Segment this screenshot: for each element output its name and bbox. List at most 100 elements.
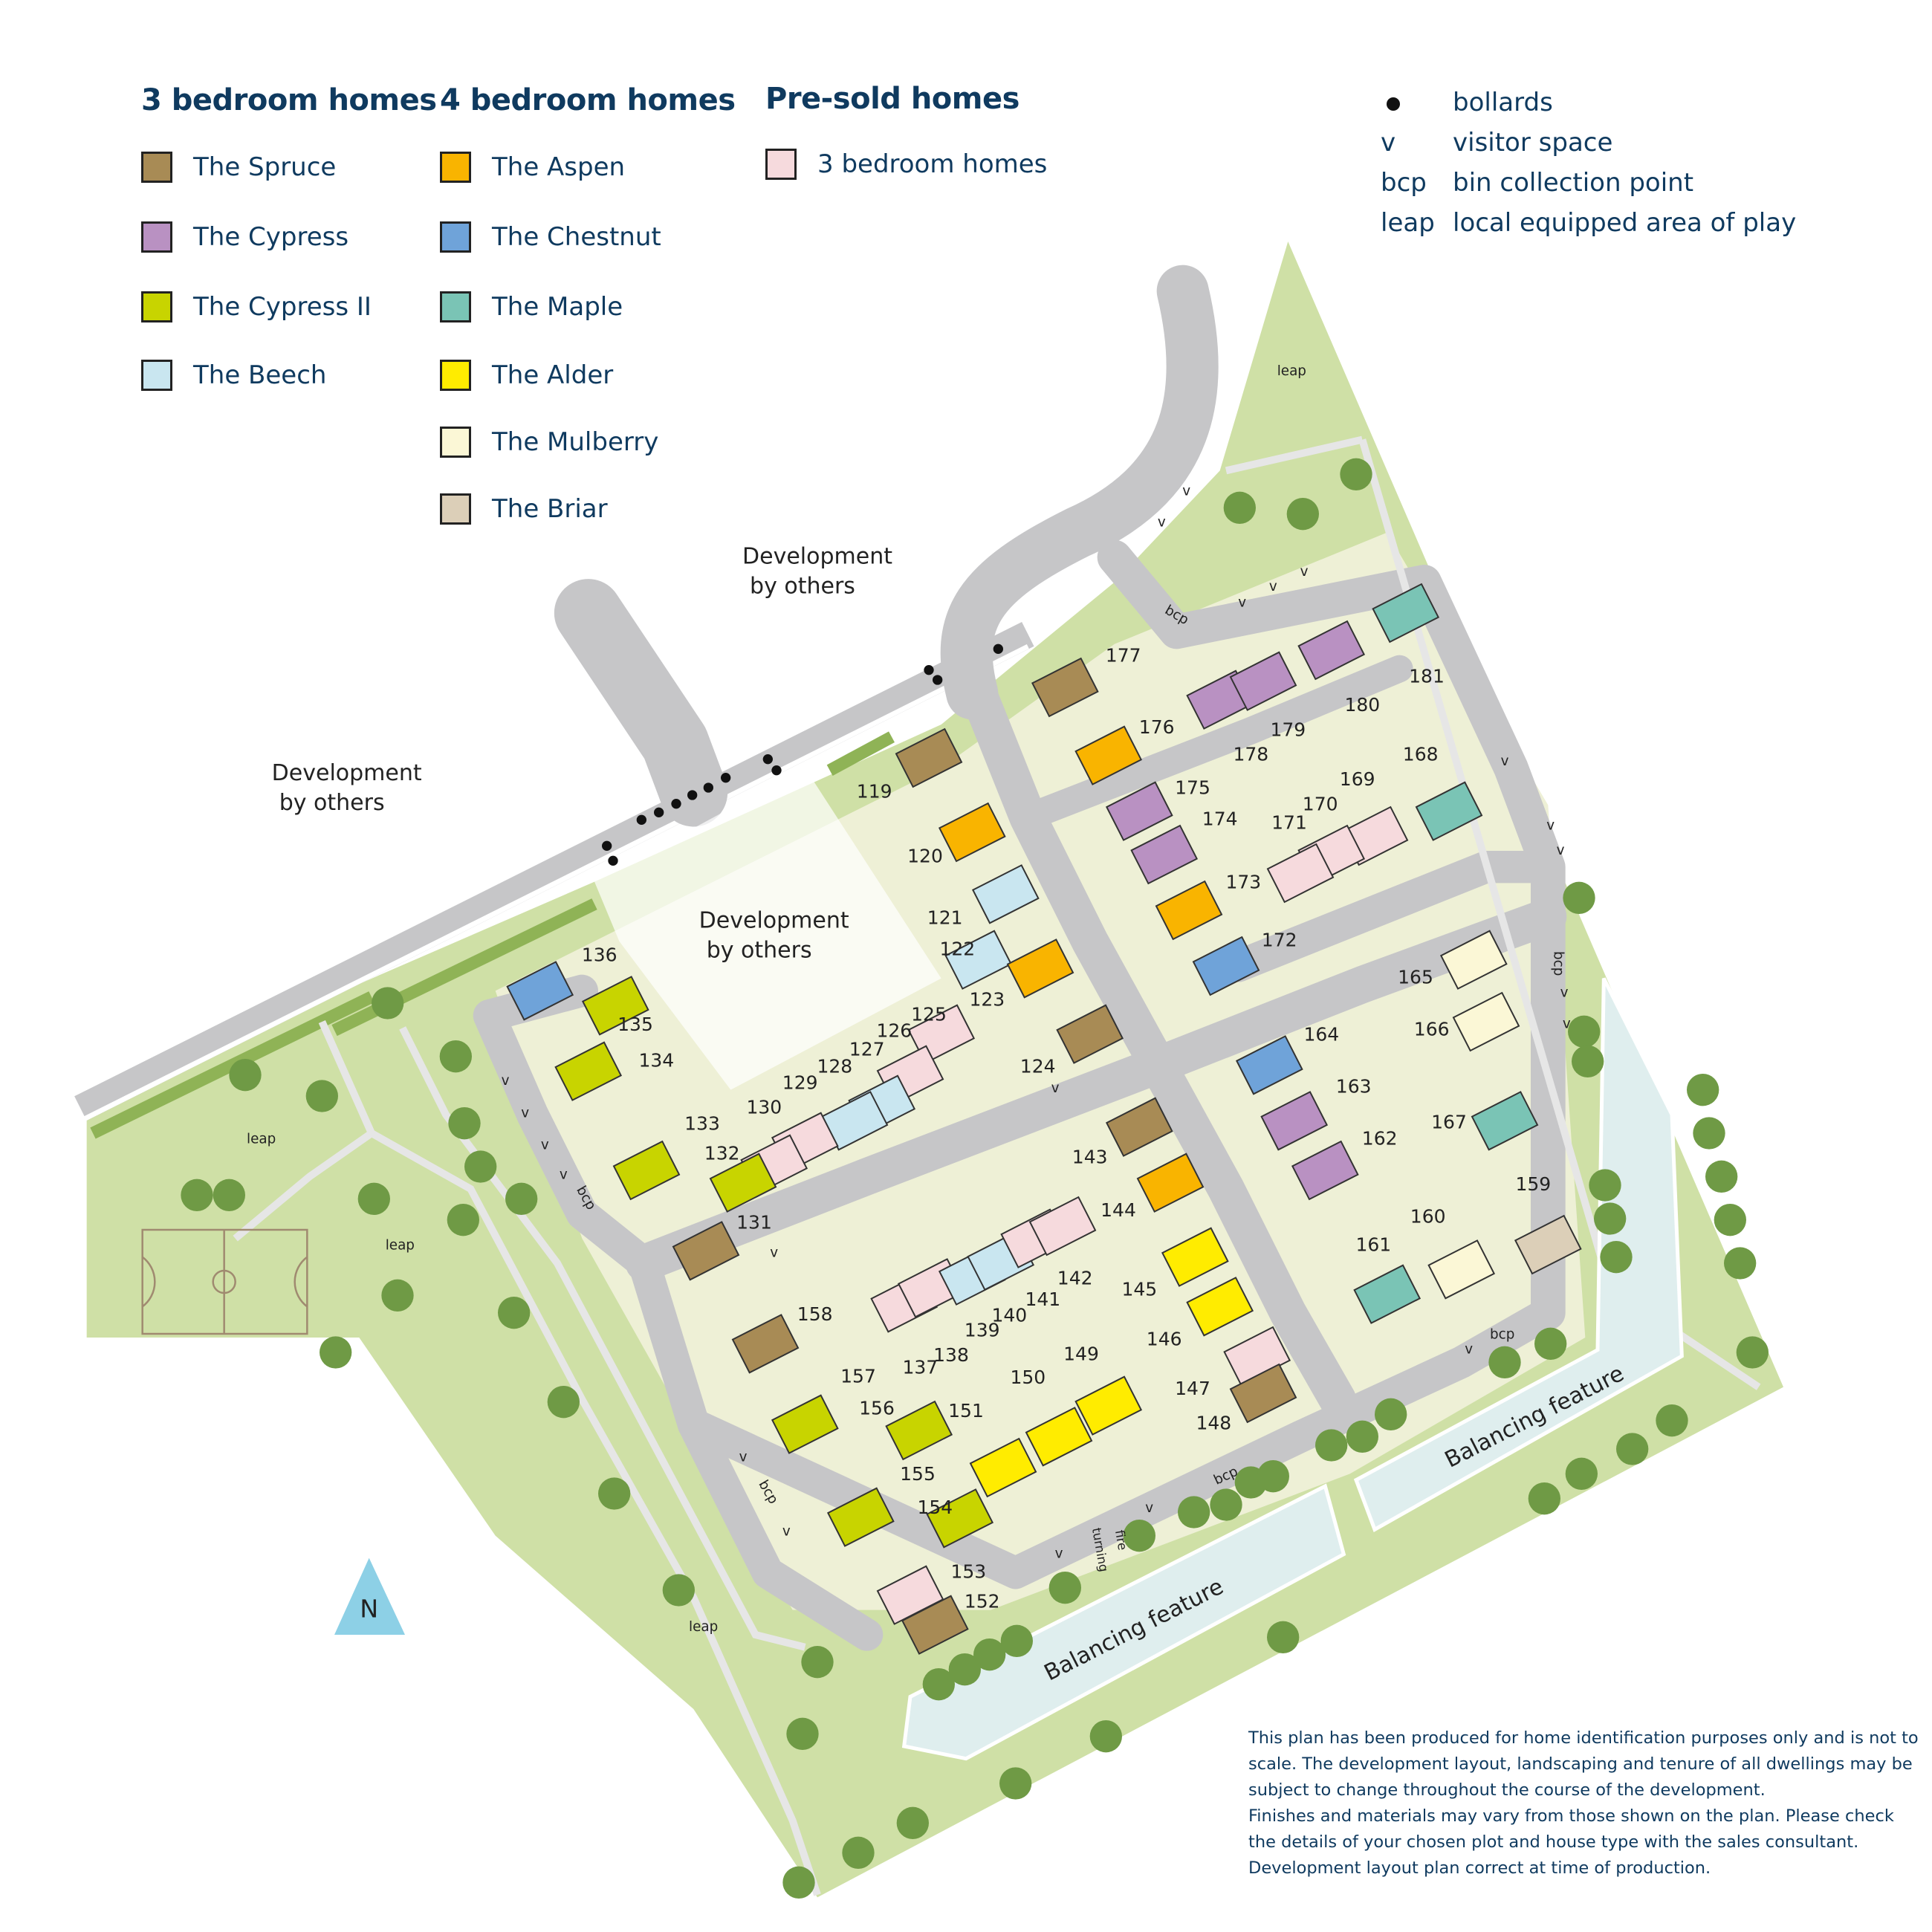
plot-179[interactable]: 179 <box>1229 651 1306 741</box>
house-alder[interactable] <box>1186 1277 1254 1337</box>
house-cypress[interactable] <box>1291 1140 1359 1201</box>
plot-123[interactable]: 123 <box>969 939 1074 1011</box>
plot-164[interactable]: 164 <box>1235 1023 1339 1095</box>
house-maple[interactable] <box>1415 781 1483 841</box>
house-presold[interactable] <box>1028 1196 1097 1257</box>
house-cypress[interactable] <box>1260 1091 1329 1151</box>
plot-159[interactable]: 159 <box>1514 1173 1582 1275</box>
plot-155[interactable]: 155 <box>826 1463 936 1547</box>
house-mulberry[interactable] <box>1452 991 1520 1052</box>
house-aspen[interactable] <box>1006 939 1074 999</box>
house-chestnut[interactable] <box>1235 1035 1303 1095</box>
plot-135[interactable]: 135 <box>581 976 653 1036</box>
plot-147[interactable]: 147 <box>1175 1326 1291 1399</box>
house-presold[interactable] <box>876 1565 944 1625</box>
plot-120[interactable]: 120 <box>907 802 1006 866</box>
plot-165[interactable]: 165 <box>1398 930 1508 990</box>
plot-153[interactable]: 153 <box>876 1561 986 1625</box>
plot-166[interactable]: 166 <box>1414 991 1520 1052</box>
plot-148[interactable]: 148 <box>1196 1363 1297 1434</box>
plot-180[interactable]: 180 <box>1297 620 1381 716</box>
plot-122[interactable]: 122 <box>939 930 1013 990</box>
plot-176[interactable]: 176 <box>1074 716 1175 785</box>
plot-177[interactable]: 177 <box>1031 644 1141 718</box>
house-aspen[interactable] <box>1074 725 1143 785</box>
legend-label: The Cypress II <box>193 292 372 322</box>
house-cypress2[interactable] <box>612 1140 681 1201</box>
plot-152[interactable]: 152 <box>901 1591 1000 1655</box>
plot-160[interactable]: 160 <box>1410 1205 1496 1300</box>
house-cypress2[interactable] <box>709 1153 777 1213</box>
house-presold[interactable] <box>1266 843 1335 904</box>
house-spruce[interactable] <box>895 727 963 788</box>
house-mulberry[interactable] <box>1427 1239 1496 1300</box>
disclaimer-line: the details of your chosen plot and hous… <box>1248 1832 1859 1852</box>
plot-121[interactable]: 121 <box>927 864 1040 929</box>
plot-133[interactable]: 133 <box>612 1112 720 1201</box>
plot-149[interactable]: 149 <box>1063 1343 1143 1436</box>
house-spruce[interactable] <box>672 1221 740 1281</box>
plot-158[interactable]: 158 <box>731 1303 833 1374</box>
plot-172[interactable]: 172 <box>1192 930 1297 996</box>
house-maple[interactable] <box>1471 1091 1539 1151</box>
plot-181[interactable]: 181 <box>1372 583 1445 687</box>
house-spruce[interactable] <box>1031 657 1099 718</box>
house-cypress[interactable] <box>1130 824 1199 885</box>
plot-150[interactable]: 150 <box>1010 1367 1093 1467</box>
plot-136[interactable]: 136 <box>506 944 617 1021</box>
house-alder[interactable] <box>1025 1407 1093 1467</box>
plot-132[interactable]: 132 <box>704 1142 777 1213</box>
plot-168[interactable]: 168 <box>1403 744 1483 841</box>
house-cypress2[interactable] <box>581 976 649 1036</box>
plot-161[interactable]: 161 <box>1353 1234 1422 1324</box>
house-maple[interactable] <box>1372 583 1440 644</box>
plot-151[interactable]: 151 <box>948 1400 1037 1498</box>
house-cypress2[interactable] <box>771 1394 839 1454</box>
house-beech[interactable] <box>944 930 1013 990</box>
house-alder[interactable] <box>1161 1227 1229 1287</box>
plot-163[interactable]: 163 <box>1260 1075 1372 1151</box>
house-chestnut[interactable] <box>506 961 574 1021</box>
plot-144[interactable]: 144 <box>1100 1153 1205 1221</box>
house-cypress[interactable] <box>1105 781 1173 841</box>
plot-131[interactable]: 131 <box>672 1212 772 1281</box>
house-cypress2[interactable] <box>554 1041 623 1101</box>
house-cypress[interactable] <box>1229 651 1297 711</box>
house-cypress2[interactable] <box>826 1487 895 1547</box>
house-maple[interactable] <box>1353 1264 1422 1324</box>
house-aspen[interactable] <box>938 802 1006 863</box>
plot-145[interactable]: 145 <box>1121 1227 1229 1300</box>
plot-171[interactable]: 171 <box>1266 811 1335 904</box>
house-briar[interactable] <box>1514 1214 1582 1275</box>
house-spruce[interactable] <box>731 1314 800 1374</box>
house-cypress2[interactable] <box>926 1488 994 1549</box>
house-cypress[interactable] <box>1297 620 1366 681</box>
plot-128[interactable]: 128 <box>817 1056 889 1151</box>
plot-167[interactable]: 167 <box>1431 1091 1539 1151</box>
development-by-others-label: Development <box>742 543 892 569</box>
plot-142[interactable]: 142 <box>1028 1196 1097 1289</box>
house-aspen[interactable] <box>1136 1153 1205 1213</box>
plot-154[interactable]: 154 <box>917 1488 994 1549</box>
plot-157[interactable]: 157 <box>771 1365 876 1454</box>
house-spruce[interactable] <box>1105 1097 1173 1157</box>
house-alder[interactable] <box>1074 1375 1143 1436</box>
house-mulberry[interactable] <box>1439 930 1508 990</box>
house-chestnut[interactable] <box>1192 936 1260 996</box>
plot-175[interactable]: 175 <box>1105 777 1210 841</box>
plot-134[interactable]: 134 <box>554 1041 675 1101</box>
house-spruce[interactable] <box>1229 1363 1297 1424</box>
plot-174[interactable]: 174 <box>1130 808 1238 885</box>
plot-146[interactable]: 146 <box>1147 1277 1254 1349</box>
plot-156[interactable]: 156 <box>859 1398 953 1461</box>
plot-173[interactable]: 173 <box>1155 871 1261 941</box>
plot-143[interactable]: 143 <box>1072 1097 1173 1168</box>
plot-124[interactable]: 124 <box>1020 1004 1124 1077</box>
house-aspen[interactable] <box>1155 880 1223 941</box>
house-beech[interactable] <box>971 864 1040 924</box>
house-cypress2[interactable] <box>885 1400 953 1461</box>
plot-162[interactable]: 162 <box>1291 1127 1398 1201</box>
house-alder[interactable] <box>969 1437 1037 1498</box>
plot-119[interactable]: 119 <box>857 727 963 803</box>
house-spruce[interactable] <box>1056 1004 1124 1064</box>
